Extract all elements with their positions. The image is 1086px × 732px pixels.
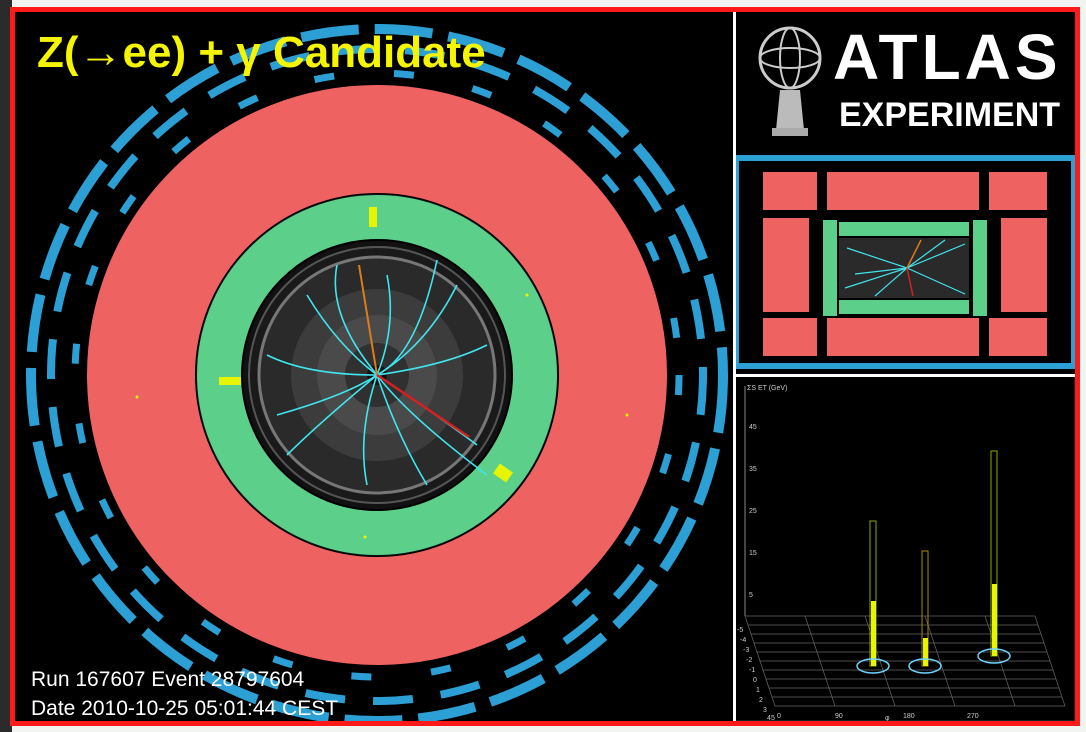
side-muon-frame [735, 155, 1075, 369]
side-view-display [735, 148, 1075, 376]
background-window-edge [0, 0, 12, 732]
lego-plot: ΣS ET (GeV) 45 35 25 15 5 [735, 376, 1075, 721]
muon-chamber-outer [26, 24, 728, 721]
lego-y-tick: 35 [749, 466, 757, 473]
lego-phi-tick: 0 [777, 713, 781, 720]
electron-direction [376, 373, 470, 439]
event-display-frame: Z(→ee) + γ Candidate Run 167607 Event 28… [10, 7, 1080, 726]
lego-eta-tick: -5 [737, 627, 743, 634]
side-tracks [844, 239, 966, 297]
panel-divider-vertical [733, 12, 736, 721]
muon-chamber-middle [47, 45, 707, 705]
side-em-calorimeter [823, 220, 987, 316]
date-label: Date 2010-10-25 05:01:44 CEST [31, 697, 339, 720]
lego-phi-tick: 180 [903, 713, 915, 720]
lego-eta-tick: 0 [753, 677, 757, 684]
panel-divider-horizontal [735, 374, 1075, 377]
lego-floor-grid [744, 615, 1066, 707]
muon-chamber-inner [71, 69, 683, 681]
run-event-label: Run 167607 Event 28797604 [31, 668, 305, 691]
end-view-display [15, 12, 733, 721]
atlas-logo-panel: ATLAS EXPERIMENT [735, 12, 1075, 148]
lego-eta-tick: 4 [767, 715, 771, 721]
logo-word-experiment: EXPERIMENT [839, 96, 1061, 134]
lego-eta-tick: 2 [759, 697, 763, 704]
side-photon-direction [906, 239, 922, 269]
lego-phi-tick: 90 [835, 713, 843, 720]
lego-y-tick: 15 [749, 550, 757, 557]
lego-eta-tick: 1 [756, 687, 760, 694]
side-electron-direction [906, 267, 914, 297]
lego-eta-tick: -4 [740, 637, 746, 644]
energy-deposits [135, 207, 629, 539]
event-title: Z(→ee) + γ Candidate [37, 28, 486, 77]
lego-y-tick: 45 [749, 424, 757, 431]
detector-end-view [26, 24, 728, 721]
lego-phi-label: φ [885, 715, 890, 721]
photon-direction [358, 264, 378, 376]
lego-phi-tick: 270 [967, 713, 979, 720]
lego-eta-tick: 3 [763, 707, 767, 714]
lego-eta-tick: -2 [746, 657, 752, 664]
hadronic-calorimeter [87, 85, 667, 665]
lego-y-tick: 5 [749, 592, 753, 599]
lego-eta-tick: -3 [743, 647, 749, 654]
lego-eta-tick: 5 [771, 715, 775, 721]
lego-y-axis-label: ΣS ET (GeV) [747, 385, 787, 392]
lego-towers [856, 450, 1011, 674]
side-hadronic-calorimeter [763, 172, 1047, 356]
atlas-figure-icon [758, 26, 822, 136]
logo-word-atlas: ATLAS [833, 21, 1062, 93]
lego-eta-tick: -1 [749, 667, 755, 674]
lego-y-tick: 25 [749, 508, 757, 515]
